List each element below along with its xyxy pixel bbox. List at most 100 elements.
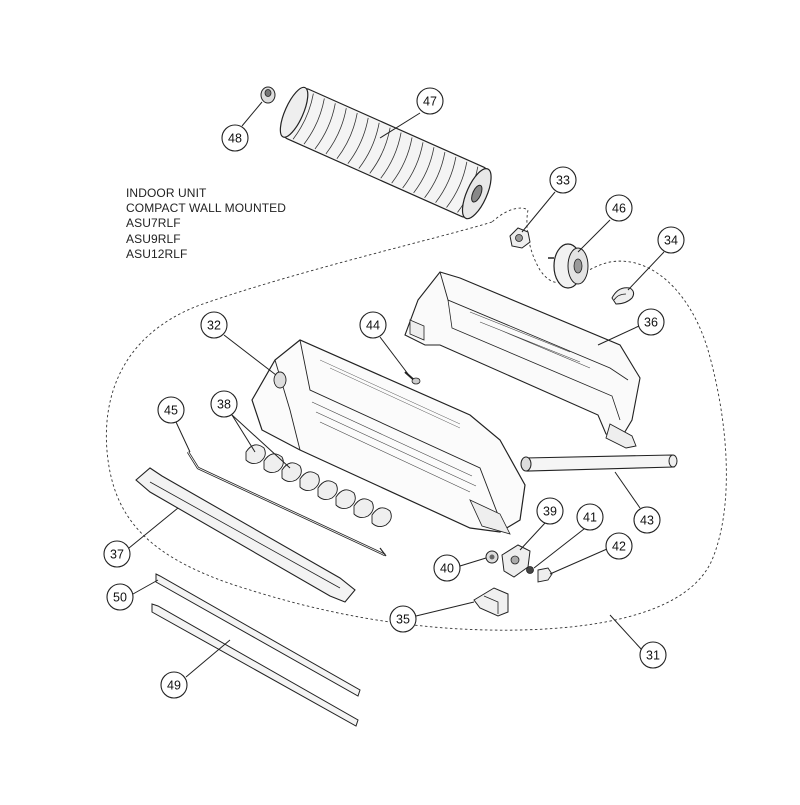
leader-line (521, 191, 556, 233)
callout-circle (106, 583, 134, 611)
fan-blade (402, 142, 424, 189)
title-line: COMPACT WALL MOUNTED (126, 201, 287, 216)
callout-35: 35 (389, 605, 417, 633)
callout-number: 50 (113, 591, 127, 605)
leader-lines (128, 101, 665, 678)
callout-number: 38 (217, 398, 231, 412)
callout-42: 42 (605, 532, 633, 560)
louver-blade (281, 462, 302, 483)
callout-circle (536, 497, 564, 525)
motor-clamp-part (611, 287, 635, 305)
callout-38: 38 (210, 390, 238, 418)
drain-pan-part (404, 271, 641, 449)
callout-32: 32 (200, 311, 228, 339)
crossflow-fan-part (279, 86, 492, 220)
callout-46: 46 (605, 194, 633, 222)
main-chassis-part (251, 339, 526, 535)
model-number: ASU7RLF (126, 216, 181, 231)
callout-circle (157, 396, 185, 424)
callout-39: 39 (536, 497, 564, 525)
callout-circle (416, 87, 444, 115)
callout-40: 40 (433, 554, 461, 582)
fan-blade (424, 152, 446, 199)
callout-number: 45 (164, 404, 178, 418)
fan-blade (292, 93, 314, 140)
bearing-part (485, 550, 499, 564)
leader-line (533, 528, 585, 569)
callout-41: 41 (576, 503, 604, 531)
leader-line (241, 101, 263, 127)
leader-line (609, 614, 643, 651)
lower-rail-part (151, 603, 359, 727)
leader-line (519, 522, 546, 551)
leader-line (614, 471, 641, 509)
louver-link-part (186, 451, 387, 557)
leader-line (577, 219, 611, 253)
leader-line (128, 507, 179, 549)
callout-number: 47 (423, 95, 437, 109)
louver-blade (353, 498, 374, 519)
callout-37: 37 (103, 540, 131, 568)
diagram-title-block: INDOOR UNIT COMPACT WALL MOUNTED ASU7RLF… (126, 186, 286, 262)
leader-line (459, 557, 487, 567)
callout-number: 32 (207, 319, 221, 333)
leader-line (223, 334, 277, 376)
screw-part (404, 371, 421, 385)
title-line: INDOOR UNIT (126, 186, 207, 200)
callout-number: 37 (110, 548, 124, 562)
leader-line (597, 325, 640, 346)
callout-number: 42 (612, 540, 626, 554)
leader-line (549, 548, 608, 575)
callout-circle (210, 390, 238, 418)
callout-number: 48 (228, 132, 242, 146)
fan-blade (336, 112, 358, 159)
louver-blade (263, 453, 284, 474)
leader-line (379, 112, 421, 139)
callout-circle (359, 311, 387, 339)
callout-circle (103, 540, 131, 568)
leader-line (379, 336, 409, 375)
callout-number: 49 (167, 679, 181, 693)
callout-circle (637, 308, 665, 336)
fan-blade (380, 132, 402, 179)
leader-line (415, 601, 475, 617)
callout-number: 33 (556, 174, 570, 188)
callout-31: 31 (639, 641, 667, 669)
leader-line (132, 579, 159, 595)
louver-blade (335, 489, 356, 510)
callout-number: 41 (583, 511, 597, 525)
callout-43: 43 (633, 506, 661, 534)
louver-blade (317, 480, 338, 501)
fan-blade (347, 117, 369, 164)
callout-33: 33 (549, 166, 577, 194)
callout-circle (549, 166, 577, 194)
leader-line (231, 414, 291, 469)
leader-line (231, 414, 256, 453)
callout-45: 45 (157, 396, 185, 424)
fan-motor-part (548, 243, 589, 289)
louver-motor-part (501, 544, 531, 578)
callout-number: 40 (440, 562, 454, 576)
small-nut-part (526, 566, 534, 574)
callout-number: 35 (396, 613, 410, 627)
fan-blade (391, 137, 413, 184)
callout-circle (389, 605, 417, 633)
callout-circle (657, 226, 685, 254)
bushing-part (537, 567, 553, 583)
callout-circle (200, 311, 228, 339)
callout-number: 43 (640, 514, 654, 528)
fan-blade (303, 98, 325, 145)
fan-nut-part (260, 86, 276, 104)
callout-48: 48 (221, 124, 249, 152)
callout-circle (605, 532, 633, 560)
callout-circle (633, 506, 661, 534)
callout-circle (639, 641, 667, 669)
louver-blade (245, 444, 266, 465)
fan-blade (413, 147, 435, 194)
callout-number: 36 (644, 316, 658, 330)
callout-number: 39 (543, 505, 557, 519)
model-number: ASU12RLF (126, 246, 188, 261)
callout-circle (433, 554, 461, 582)
